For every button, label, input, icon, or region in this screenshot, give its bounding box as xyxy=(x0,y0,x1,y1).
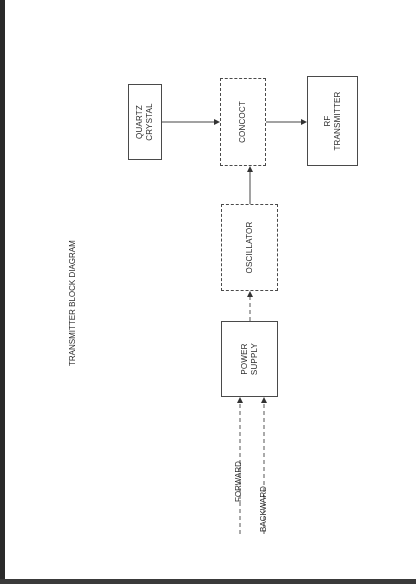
power-supply-label-line1: POWER xyxy=(239,343,249,375)
quartz-crystal-block: QUARTZ CRYSTAL xyxy=(128,84,162,160)
backward-input-label: BACKWARD xyxy=(259,486,268,532)
rf-transmitter-block: RF TRANSMITTER xyxy=(307,76,358,166)
power-supply-label-line2: SUPPLY xyxy=(249,342,259,376)
quartz-crystal-label-line2: CRYSTAL xyxy=(145,103,154,141)
rf-transmitter-label-line2: TRANSMITTER xyxy=(332,91,342,151)
forward-input-label: FORWARD xyxy=(234,461,243,502)
power-supply-block: POWER SUPPLY xyxy=(221,321,278,397)
concoct-block: CONCOCT xyxy=(220,78,266,166)
quartz-crystal-label-line1: QUARTZ xyxy=(135,105,144,139)
scan-edge-bottom xyxy=(0,579,416,584)
scan-edge-left xyxy=(0,0,5,584)
oscillator-label: OSCILLATOR xyxy=(244,221,254,274)
concoct-label: CONCOCT xyxy=(238,101,247,143)
rf-transmitter-label-line1: RF xyxy=(322,115,332,127)
oscillator-block: OSCILLATOR xyxy=(221,204,278,291)
diagram-title: TRANSMITTER BLOCK DIAGRAM xyxy=(68,240,77,366)
